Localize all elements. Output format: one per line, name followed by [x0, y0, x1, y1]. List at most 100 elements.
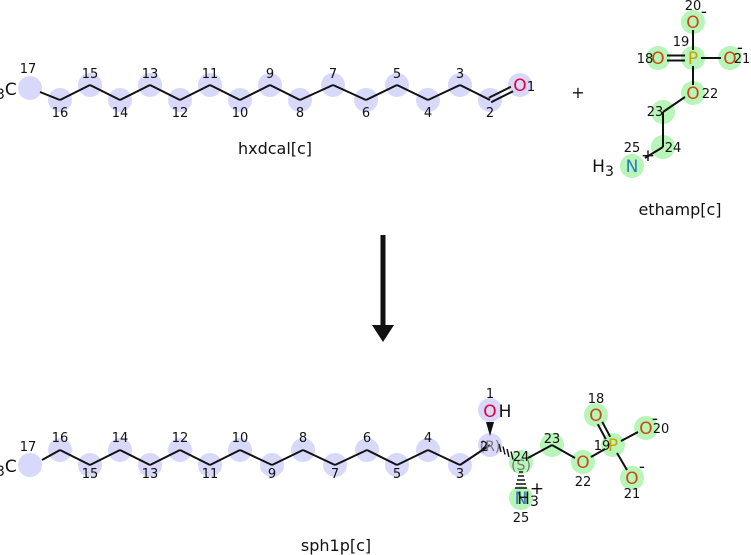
hxdcal-carbonyl-double-bond: [490, 90, 514, 104]
hxdcal-atom-number: 7: [329, 67, 337, 82]
stereo-descriptor-r: (R): [480, 439, 501, 455]
hxdcal-bond: [209, 84, 241, 101]
sph1p-bond: [334, 449, 368, 466]
hashed-bond: [510, 451, 514, 460]
sph1p-bond: [239, 449, 273, 466]
sph1p-o22-label: O: [576, 453, 589, 473]
sph1p-bond: [209, 449, 241, 466]
sph1p-o18-label: O: [589, 406, 602, 426]
sph1p-bond: [396, 449, 429, 466]
sph1p-bond: [620, 431, 639, 442]
sph1p-atom-number: 1: [486, 387, 494, 402]
sph1p-atom-number: 20: [653, 422, 670, 437]
sph1p-o21-charge: -: [639, 457, 645, 477]
hxdcal-atom-number: 17: [20, 62, 37, 77]
sph1p-bond: [459, 444, 491, 466]
sph1p-atom-number: 9: [268, 467, 276, 482]
hxdcal-bond: [149, 84, 181, 101]
ethamp-n25-charge: +: [641, 146, 655, 166]
sph1p-atom-number: 14: [112, 431, 129, 446]
hxdcal-bond: [89, 84, 121, 101]
hxdcal-bond: [299, 84, 334, 101]
hxdcal-bond: [427, 84, 461, 101]
sph1p-bond: [302, 449, 336, 466]
ethamp-o21-label: O: [723, 49, 736, 69]
hxdcal-atom-number: 15: [82, 67, 99, 82]
sph1p-atom-number: 4: [424, 431, 432, 446]
hashed-bond: [506, 448, 510, 458]
ethamp-o21-charge: -: [737, 38, 743, 58]
ethamp-atom-highlight: [718, 46, 742, 70]
sph1p-atom-number: 23: [544, 432, 561, 447]
hashed-bond: [498, 443, 502, 453]
subscript-count: 3: [605, 164, 614, 180]
ethamp-atom-number: 24: [665, 141, 682, 156]
sph1p-atom-number: 10: [232, 431, 249, 446]
sph1p-atom-number: 3: [456, 467, 464, 482]
hxdcal-bond: [269, 84, 301, 101]
sph1p-ammonium-hydrogens: H3: [517, 489, 539, 510]
ethamp-p19-label: P: [688, 49, 698, 69]
hxdcal-atom-number: 8: [296, 106, 304, 121]
hxdcal-methyl-group: H3C: [0, 80, 17, 103]
ethamp-bond: [662, 96, 686, 113]
hxdcal-bond: [179, 84, 211, 101]
sph1p-atom-number: 18: [588, 392, 605, 407]
sph1p-atom-number: 16: [52, 431, 69, 446]
sph1p-atom-number: 25: [513, 511, 530, 526]
sph1p-atom-highlight: [18, 453, 42, 477]
sph1p-atom-highlight: [571, 450, 595, 474]
hxdcal-bond: [239, 84, 271, 101]
ethamp-atom-highlight: [681, 46, 705, 70]
sph1p-atom-number: 5: [393, 467, 401, 482]
ethamp-atom-highlight: [681, 81, 705, 105]
ethamp-atom-number: 22: [702, 87, 719, 102]
ethamp-atom-highlight: [646, 46, 670, 70]
hxdcal-atom-number: 4: [424, 106, 432, 121]
ethamp-o18-label: O: [651, 49, 664, 69]
sph1p-bond: [551, 444, 576, 459]
subscript-count: 3: [530, 494, 539, 510]
carbon-label: C: [5, 80, 17, 100]
hxdcal-bond: [119, 84, 151, 101]
hxdcal-atom-highlight: [18, 76, 42, 100]
sph1p-atom-highlight: [509, 450, 533, 474]
sph1p-atom-number: 19: [594, 439, 611, 454]
hxdcal-carbonyl-double-bond: [488, 85, 512, 99]
hxdcal-bond: [332, 84, 367, 101]
sph1p-bond: [590, 448, 606, 458]
ethamp-atom-number: 19: [673, 35, 690, 50]
sph1p-atom-number: 7: [331, 467, 339, 482]
bonds: [39, 30, 721, 489]
sph1p-atom-highlight: [634, 416, 658, 440]
sph1p-double-bond: [596, 423, 607, 440]
sph1p-atom-number: 15: [82, 467, 99, 482]
hxdcal-bond: [39, 91, 61, 101]
hashed-bond: [502, 446, 506, 455]
sph1p-compound-name: sph1p[c]: [301, 536, 371, 555]
ethamp-ammonium-hydrogens: H3: [592, 157, 614, 180]
ethamp-n25-label: N: [626, 157, 639, 177]
hxdcal-atom-number: 14: [112, 106, 129, 121]
hxdcal-atom-number: 11: [202, 67, 219, 82]
sph1p-bond: [41, 449, 61, 461]
wedge-bond: [486, 422, 494, 436]
ethamp-atom-number: 18: [637, 52, 654, 67]
ethamp-atom-highlight: [681, 10, 705, 34]
hydrogen-label: H: [517, 489, 530, 509]
sph1p-atom-number: 11: [202, 467, 219, 482]
sph1p-o21-label: O: [625, 469, 638, 489]
sph1p-bond: [119, 449, 151, 466]
sph1p-atom-highlight: [478, 398, 502, 422]
sph1p-atom-number: 21: [624, 487, 641, 502]
sph1p-atom-number: 17: [20, 440, 37, 455]
sph1p-o20-charge: -: [652, 409, 658, 429]
hxdcal-atom-number: 16: [52, 106, 69, 121]
hxdcal-atom-number: 13: [142, 67, 159, 82]
hxdcal-atom-highlight: [508, 73, 532, 97]
hxdcal-oxygen-label: O: [513, 76, 526, 96]
hxdcal-atom-number: 3: [456, 67, 464, 82]
ethamp-atom-number: 23: [647, 105, 664, 120]
ethamp-o20-label: O: [686, 13, 699, 33]
